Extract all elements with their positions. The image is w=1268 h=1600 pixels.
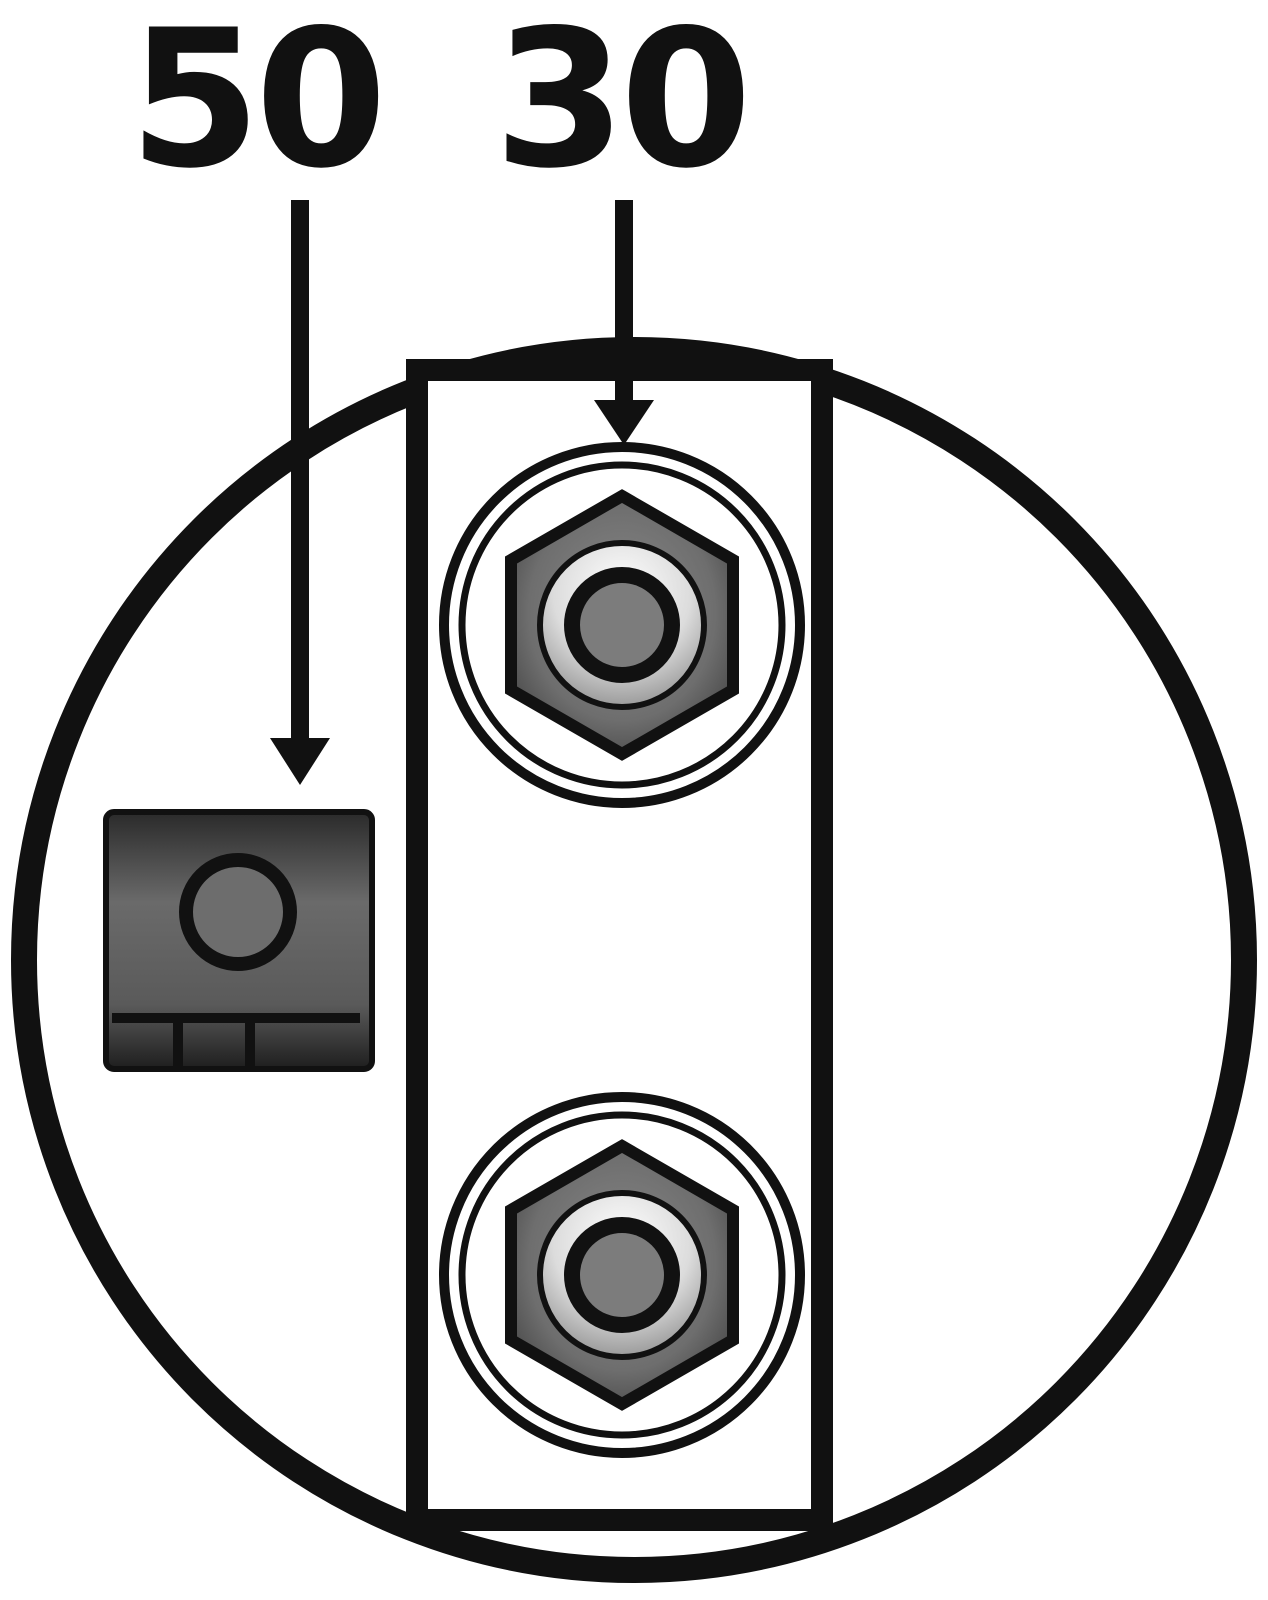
arrow-to-terminal-50: [270, 200, 330, 785]
lower-stud: [439, 1092, 805, 1458]
terminal-30-label: 30: [494, 0, 746, 210]
terminal-30-stud: [439, 442, 805, 808]
terminal-50-connector: [103, 809, 375, 1072]
terminal-50-label: 50: [129, 0, 381, 210]
arrow-to-terminal-30: [594, 200, 654, 445]
